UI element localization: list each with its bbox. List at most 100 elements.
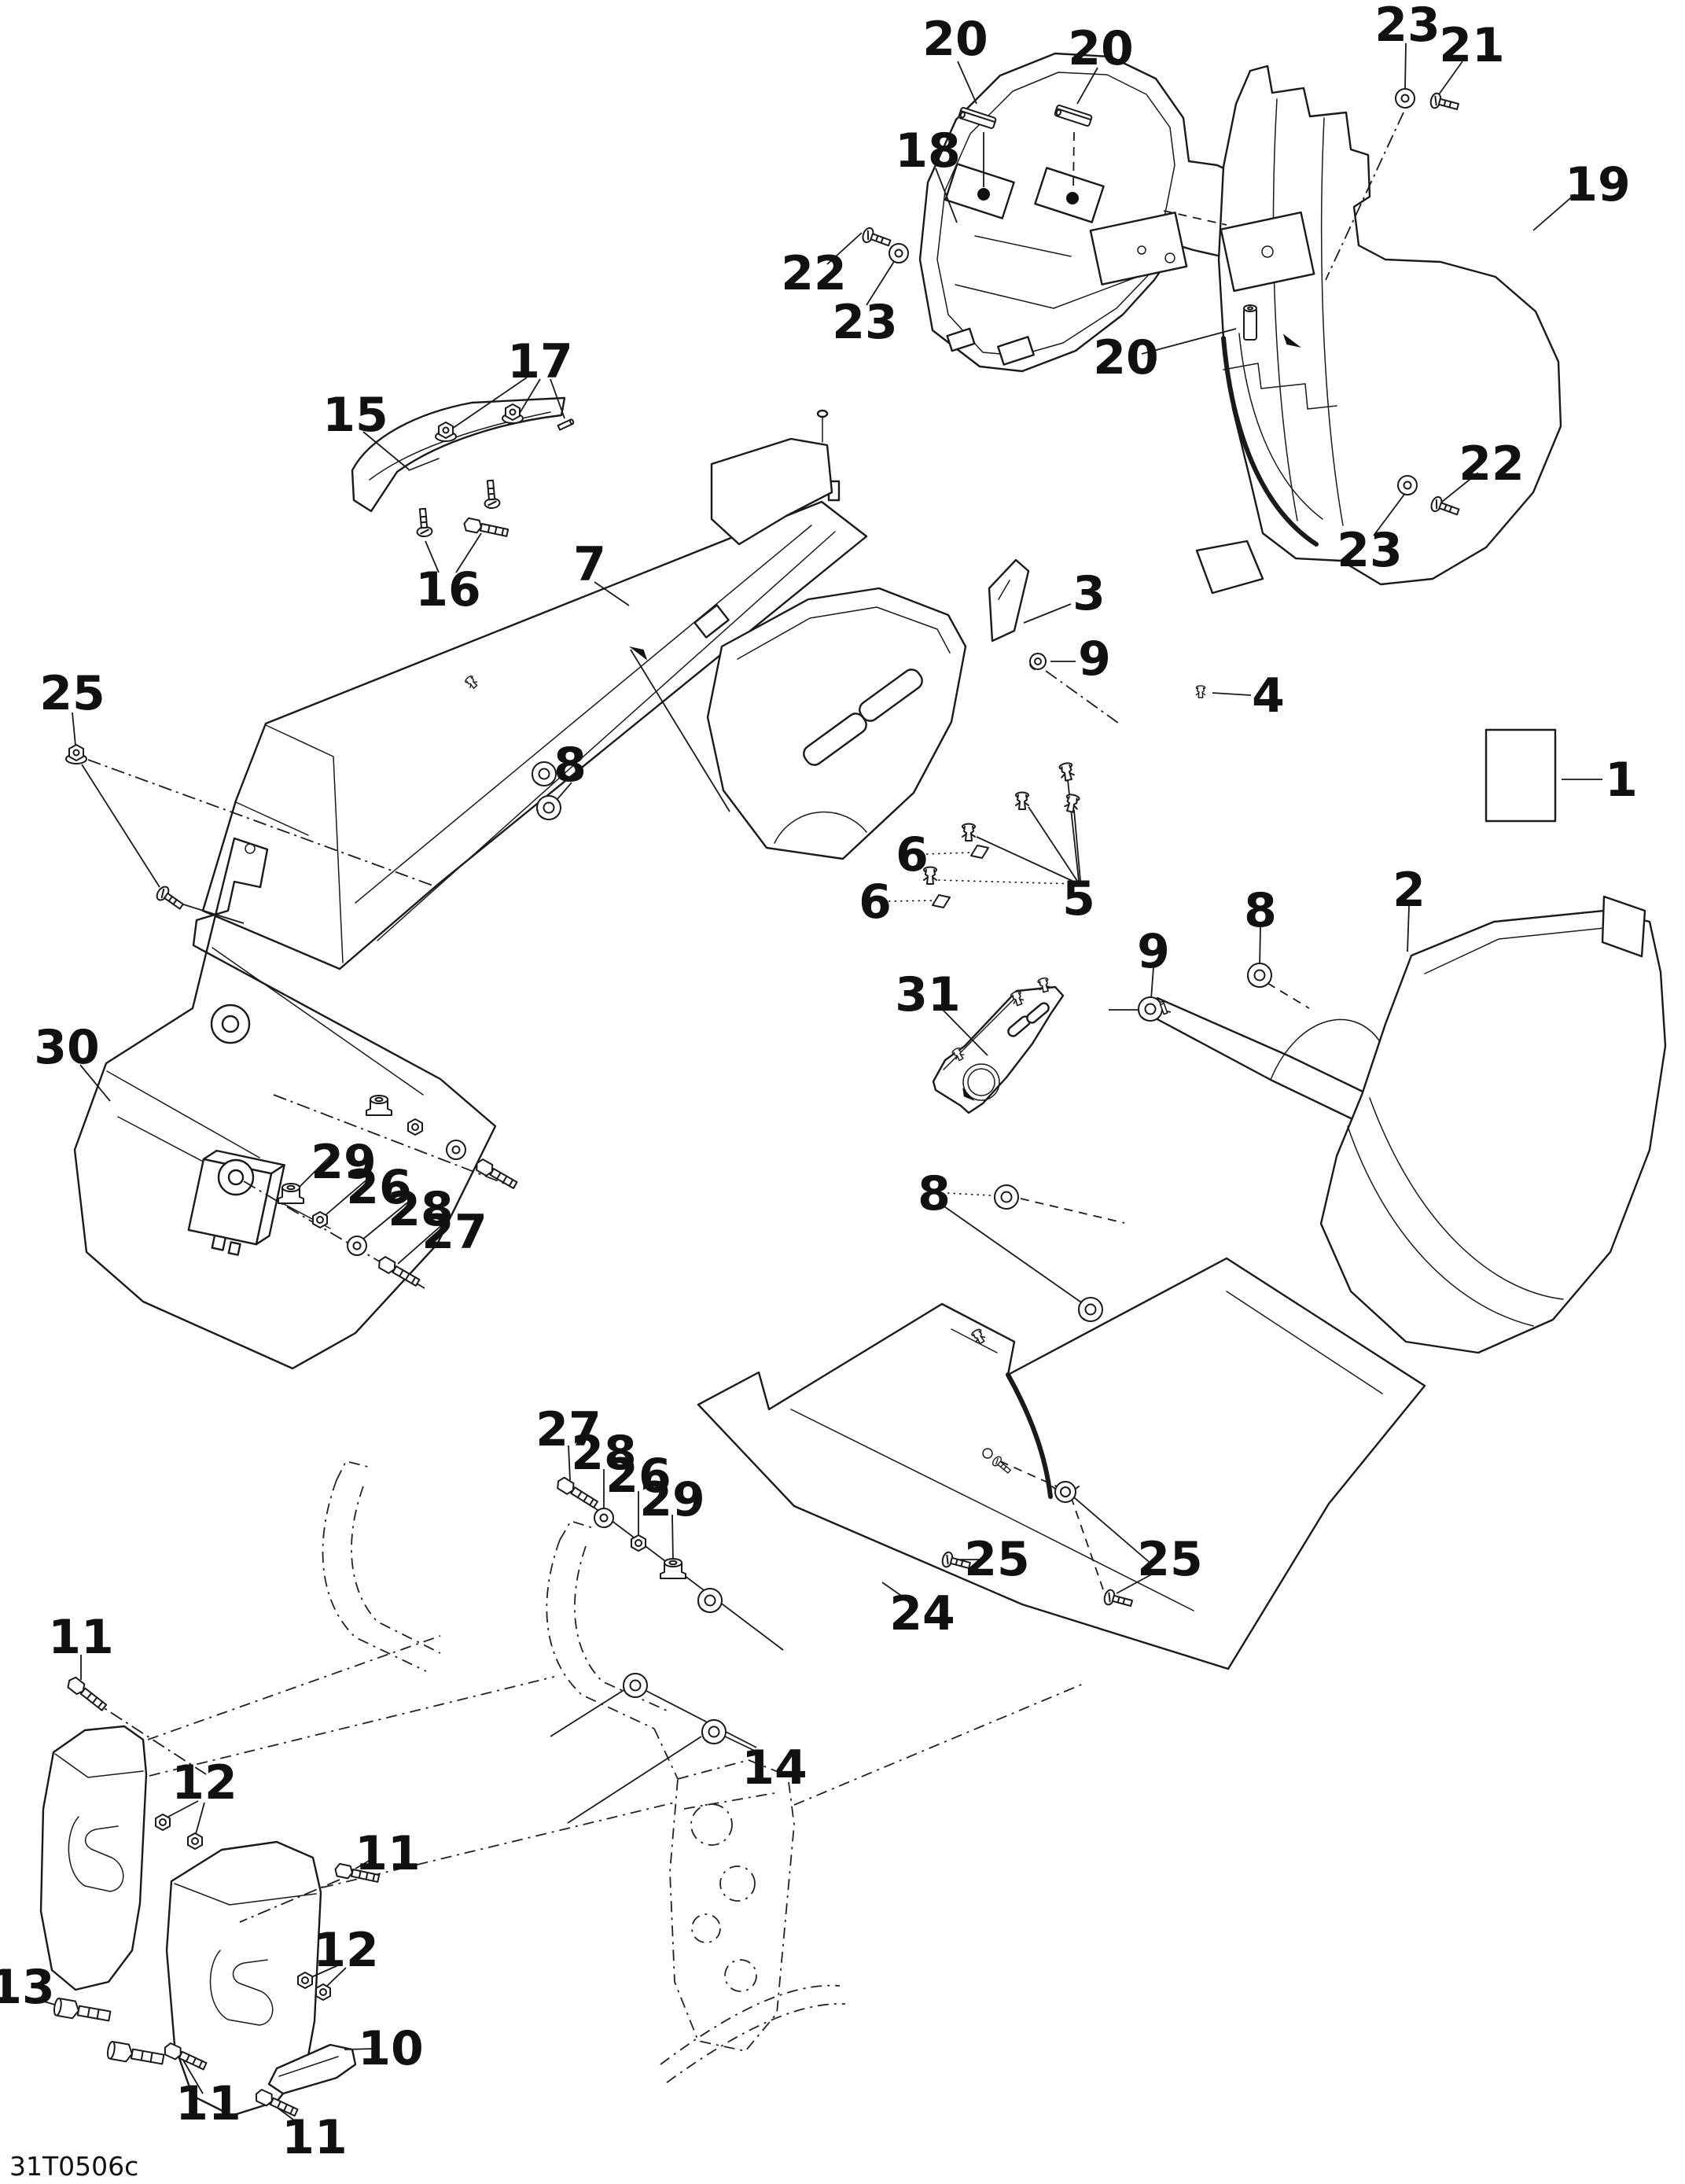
callout-10: 10 xyxy=(358,2021,424,2076)
callout-6: 6 xyxy=(859,875,892,930)
callout-3: 3 xyxy=(1072,566,1106,621)
callout-9: 9 xyxy=(1078,632,1111,687)
leader-line xyxy=(550,378,565,419)
leader-line xyxy=(1438,61,1463,95)
part-19-cover xyxy=(1195,64,1562,595)
leader-line xyxy=(925,852,973,855)
leader-line xyxy=(1141,328,1237,355)
leader-line xyxy=(947,1192,992,1196)
leader-line xyxy=(311,1964,340,1978)
callout-14: 14 xyxy=(741,1740,808,1795)
callout-2: 2 xyxy=(1393,863,1426,918)
hw-nut-icon xyxy=(297,1972,313,1989)
callout-26: 26 xyxy=(346,1160,412,1215)
hw-screw-icon xyxy=(153,883,187,914)
leader-line xyxy=(1212,692,1252,696)
leader-line xyxy=(273,1094,516,1188)
diagram-parts xyxy=(39,52,1667,2117)
callout-13: 13 xyxy=(0,1960,55,2015)
callout-28: 28 xyxy=(388,1182,454,1237)
callout-28: 28 xyxy=(571,1426,637,1481)
leader-line xyxy=(1532,193,1576,231)
hw-grommet-icon xyxy=(697,1588,723,1613)
hw-washer-icon xyxy=(446,1140,466,1160)
hw-cyl-icon xyxy=(1243,304,1257,341)
callout-4: 4 xyxy=(1252,668,1285,724)
hw-clip-icon xyxy=(1195,685,1206,698)
hw-bolt-icon xyxy=(462,517,510,540)
leader-line xyxy=(325,1177,370,1216)
hw-washer-icon xyxy=(347,1236,367,1256)
bumper-left-cap xyxy=(39,1725,148,1991)
leader-line xyxy=(936,879,1076,885)
leader-line xyxy=(425,540,440,573)
hw-clip-icon xyxy=(962,823,976,842)
hw-nut-icon xyxy=(187,1832,203,1850)
hw-bolt-icon xyxy=(64,1674,109,1714)
part-1-decal xyxy=(1484,728,1557,823)
hw-nut-icon xyxy=(312,1211,328,1228)
hw-clip-icon xyxy=(1063,793,1081,814)
leader-line xyxy=(1023,603,1072,624)
callout-27: 27 xyxy=(421,1205,487,1260)
hw-bushing-icon xyxy=(278,1183,304,1204)
leader-line xyxy=(325,1967,347,1988)
leader-line xyxy=(451,377,528,429)
callout-20: 20 xyxy=(1068,21,1134,76)
callout-30: 30 xyxy=(34,1020,100,1075)
leader-line xyxy=(87,759,438,888)
leader-line xyxy=(344,2048,373,2050)
callout-29: 29 xyxy=(639,1472,705,1527)
leader-line xyxy=(646,1690,757,1748)
leader-line xyxy=(1073,809,1081,882)
leader-line xyxy=(671,1514,674,1563)
callout-20: 20 xyxy=(1093,330,1159,385)
callout-12: 12 xyxy=(171,1755,237,1810)
leader-line xyxy=(1073,1497,1153,1566)
callout-27: 27 xyxy=(535,1402,602,1457)
leader-line xyxy=(888,900,935,902)
leader-line xyxy=(1116,1571,1157,1594)
leader-line xyxy=(976,836,1076,883)
leader-line xyxy=(1020,1198,1125,1224)
leader-line xyxy=(79,1064,111,1102)
leader-line xyxy=(243,1180,425,1289)
leader-line xyxy=(1028,806,1078,882)
leader-line xyxy=(167,1800,199,1818)
leader-line xyxy=(1072,131,1075,193)
hw-clip-icon xyxy=(1058,761,1076,783)
hw-screw-icon xyxy=(482,479,501,510)
leader-line xyxy=(881,1582,914,1605)
hw-flangenut-icon xyxy=(65,744,87,764)
part-24-lower-panel xyxy=(697,1257,1426,1670)
callout-9: 9 xyxy=(1137,924,1170,979)
callout-11: 11 xyxy=(281,2110,348,2165)
diagram-code: 31T0506c xyxy=(9,2151,138,2182)
leader-line xyxy=(999,1460,1058,1487)
hw-grommet-icon xyxy=(994,1184,1019,1210)
callout-15: 15 xyxy=(322,388,388,443)
hw-grommet-icon xyxy=(623,1673,648,1698)
leader-line xyxy=(826,232,863,265)
leader-line xyxy=(81,764,160,888)
hw-grommet-icon xyxy=(701,1719,727,1744)
callout-7: 7 xyxy=(573,537,606,592)
leader-line xyxy=(195,1802,205,1835)
callout-20: 20 xyxy=(922,12,988,67)
hw-screw-icon xyxy=(1428,91,1461,115)
callout-29: 29 xyxy=(311,1135,377,1190)
hw-grommet-icon xyxy=(1247,963,1272,988)
leader-line xyxy=(630,649,730,812)
part-3-inner-panel xyxy=(706,409,1030,860)
hw-bigbolt-icon xyxy=(52,1997,112,2026)
leader-line xyxy=(362,431,410,470)
hw-grommet-icon xyxy=(536,795,561,820)
callout-23: 23 xyxy=(832,295,898,350)
hw-washer-icon xyxy=(1395,88,1415,109)
leader-line xyxy=(361,1199,411,1241)
callout-23: 23 xyxy=(1374,0,1440,53)
callout-8: 8 xyxy=(918,1166,951,1221)
hw-nut-icon xyxy=(315,1983,331,2001)
